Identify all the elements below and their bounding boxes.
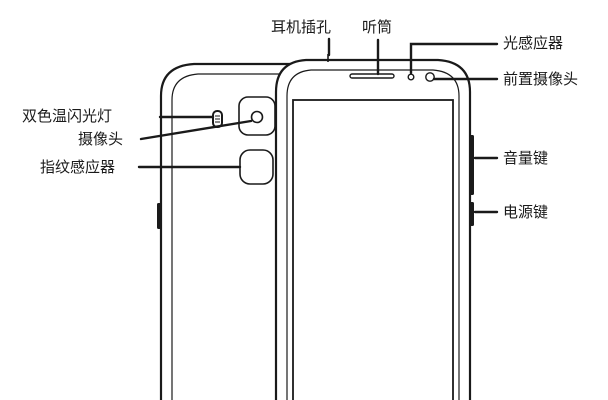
rear-camera-lens-icon xyxy=(250,110,264,124)
volume-key-label: 音量键 xyxy=(503,149,549,167)
rear-camera-module xyxy=(238,96,276,136)
earpiece-icon xyxy=(349,73,395,79)
rear-camera-label: 摄像头 xyxy=(78,130,124,148)
fingerprint-sensor-label: 指纹感应器 xyxy=(40,158,116,176)
earpiece-label: 听筒 xyxy=(362,18,393,36)
headphone-jack-label: 耳机插孔 xyxy=(271,18,332,36)
volume-key-shape xyxy=(469,135,474,195)
rear-camera-callout xyxy=(139,119,253,141)
fingerprint-sensor-icon xyxy=(239,149,274,185)
flash-label: 双色温闪光灯 xyxy=(22,107,113,125)
front-camera-icon xyxy=(425,72,435,82)
back-side-button xyxy=(157,203,162,229)
power-key-label: 电源键 xyxy=(503,203,549,221)
phone-back xyxy=(157,62,300,400)
front-camera-label: 前置摄像头 xyxy=(503,70,579,88)
power-key-shape xyxy=(469,202,474,226)
screen xyxy=(292,99,454,400)
light-sensor-callout xyxy=(409,42,499,75)
phone-front xyxy=(274,54,474,400)
light-sensor-label: 光感应器 xyxy=(503,34,564,52)
callout-lines xyxy=(137,37,499,214)
